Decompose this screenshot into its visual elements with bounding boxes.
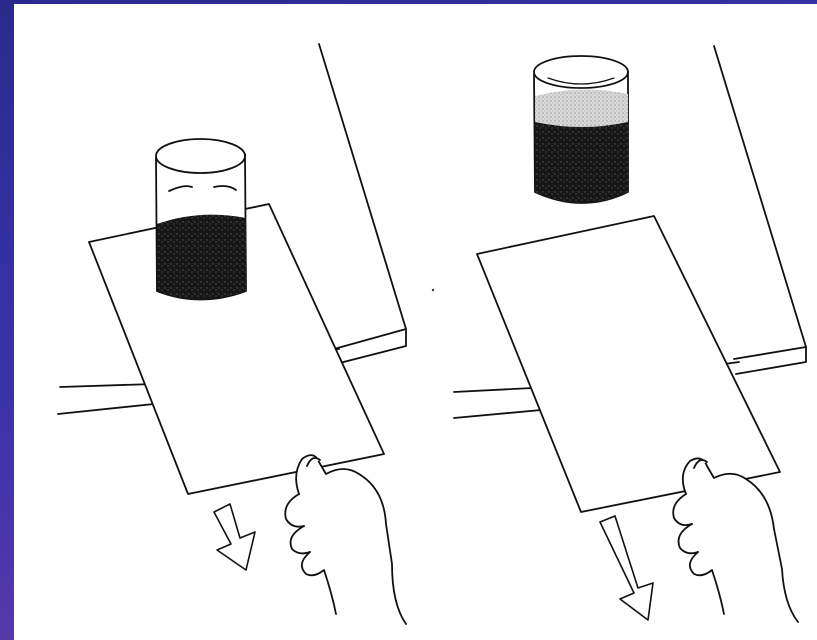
speck-mark	[431, 288, 435, 292]
arrow-right-icon	[599, 515, 654, 621]
sheet-right-icon	[476, 215, 781, 513]
glass-left-icon	[155, 138, 247, 301]
hand-right-icon	[672, 457, 799, 623]
arrow-left-icon	[213, 503, 256, 571]
glass-right-icon	[533, 55, 629, 204]
illustration-svg	[57, 43, 807, 625]
hand-left-icon	[284, 454, 407, 625]
inertia-illustration	[14, 4, 817, 640]
panel-left	[57, 43, 407, 625]
panel-right	[453, 45, 807, 623]
